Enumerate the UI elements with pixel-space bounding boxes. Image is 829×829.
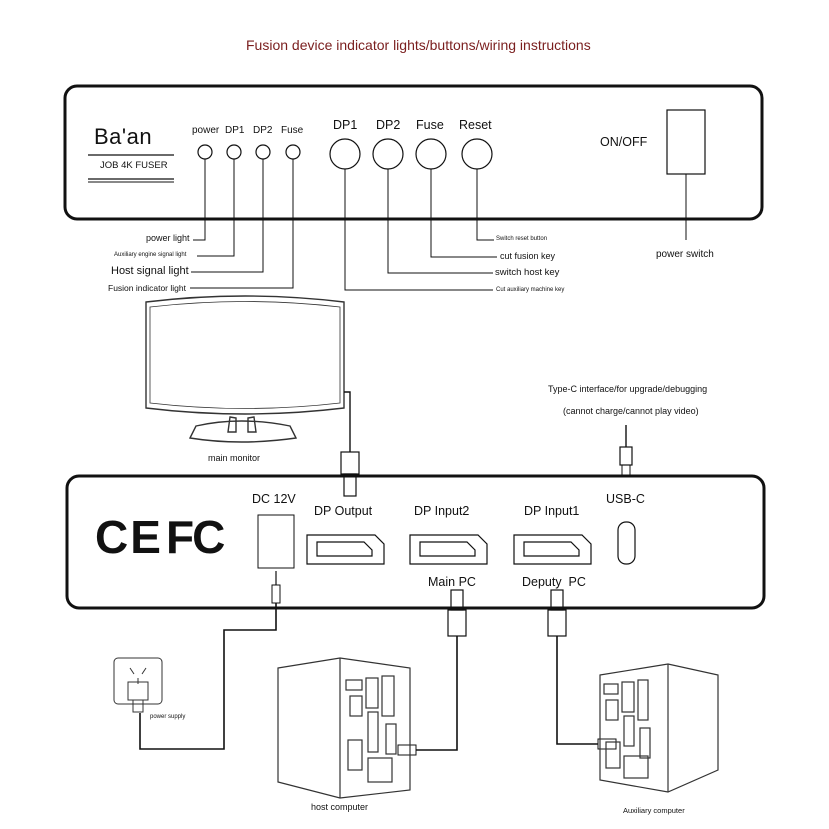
usbc-port <box>617 521 636 565</box>
button-label-dp2: DP2 <box>376 118 401 132</box>
dp2-button[interactable] <box>372 138 404 170</box>
auxiliary-light-leader <box>197 159 235 257</box>
reset-button[interactable] <box>461 138 493 170</box>
callout-power-light: power light <box>146 233 190 243</box>
fuse-key-leader <box>430 169 497 258</box>
diagram-title: Fusion device indicator lights/buttons/w… <box>246 37 591 53</box>
dp-output-label: DP Output <box>314 504 373 518</box>
monitor-dp-plug <box>340 451 360 475</box>
dc-plug <box>271 584 281 604</box>
dp1-button[interactable] <box>329 138 361 170</box>
power-switch-caption: power switch <box>656 249 714 260</box>
indicator-label-dp1: DP1 <box>225 125 245 136</box>
fusion-light-leader <box>190 159 294 289</box>
usbc-plug-tip <box>621 464 631 476</box>
dc-cable <box>139 603 277 750</box>
auxiliary-computer-icon <box>599 663 719 793</box>
power-switch[interactable] <box>666 109 706 175</box>
power-light-leader <box>193 159 206 241</box>
main-pc-cable-plug <box>397 744 417 756</box>
switch-label: ON/OFF <box>600 135 648 149</box>
callout-auxiliary-signal-light: Auxiliary engine signal light <box>114 252 187 258</box>
brand-name: Ba'an <box>94 124 153 149</box>
model-name: JOB 4K FUSER <box>100 160 168 171</box>
main-pc-plug <box>447 609 467 637</box>
button-label-reset: Reset <box>459 118 492 132</box>
button-label-fuse: Fuse <box>416 118 444 132</box>
indicator-label-fuse: Fuse <box>281 125 304 136</box>
usbc-label: USB-C <box>606 492 645 506</box>
reset-leader <box>476 169 494 241</box>
power-indicator-led <box>197 144 213 160</box>
callout-switch-host-key: switch host key <box>495 267 560 278</box>
indicator-label-power: power <box>192 125 220 136</box>
ce-mark: CE <box>95 511 163 563</box>
dp2-key-leader <box>387 169 493 274</box>
deputy-pc-label: Deputy PC <box>522 575 586 589</box>
dp1-indicator-led <box>226 144 242 160</box>
fuse-button[interactable] <box>415 138 447 170</box>
monitor-caption: main monitor <box>208 453 261 463</box>
fuse-indicator-led <box>285 144 301 160</box>
usbc-plug <box>619 446 633 466</box>
callout-host-signal-light: Host signal light <box>111 265 189 277</box>
dp-input1-label: DP Input1 <box>524 504 580 518</box>
dp2-indicator-led <box>255 144 271 160</box>
dc-12v-port <box>257 514 295 569</box>
main-pc-cable <box>416 636 458 751</box>
monitor-dp-cable <box>344 391 351 452</box>
host-light-leader <box>191 159 264 273</box>
dp-input1-port <box>513 534 592 565</box>
main-pc-label: Main PC <box>428 575 476 589</box>
indicator-label-dp2: DP2 <box>253 125 273 136</box>
dp-input2-port <box>409 534 488 565</box>
callout-cut-fusion-key: cut fusion key <box>500 251 556 261</box>
monitor-dp-plug-tip <box>343 473 357 497</box>
auxiliary-computer-caption: Auxiliary computer <box>623 806 685 815</box>
button-label-dp1: DP1 <box>333 118 358 132</box>
back-panel <box>65 474 766 610</box>
host-computer-icon <box>277 657 411 799</box>
usbc-note-line2: (cannot charge/cannot play video) <box>563 406 699 416</box>
callout-switch-reset-button: Switch reset button <box>496 236 548 242</box>
power-supply-caption: power supply <box>150 714 186 720</box>
dp-output-port <box>306 534 385 565</box>
fc-mark: FC <box>166 511 225 563</box>
deputy-pc-plug <box>547 609 567 637</box>
monitor-icon <box>145 295 345 443</box>
host-computer-caption: host computer <box>311 802 369 812</box>
power-socket-icon <box>113 657 163 713</box>
deputy-pc-cable <box>556 636 598 745</box>
callout-fusion-indicator-light: Fusion indicator light <box>108 283 186 293</box>
deputy-pc-cable-plug <box>597 738 617 750</box>
dp1-key-leader <box>344 169 493 291</box>
usbc-note-line1: Type-C interface/for upgrade/debugging <box>548 384 708 394</box>
dp-input2-label: DP Input2 <box>414 504 470 518</box>
dc-12v-label: DC 12V <box>252 492 296 506</box>
front-panel <box>63 84 764 221</box>
callout-cut-auxiliary-machine-key: Cut auxiliary machine key <box>496 287 565 293</box>
